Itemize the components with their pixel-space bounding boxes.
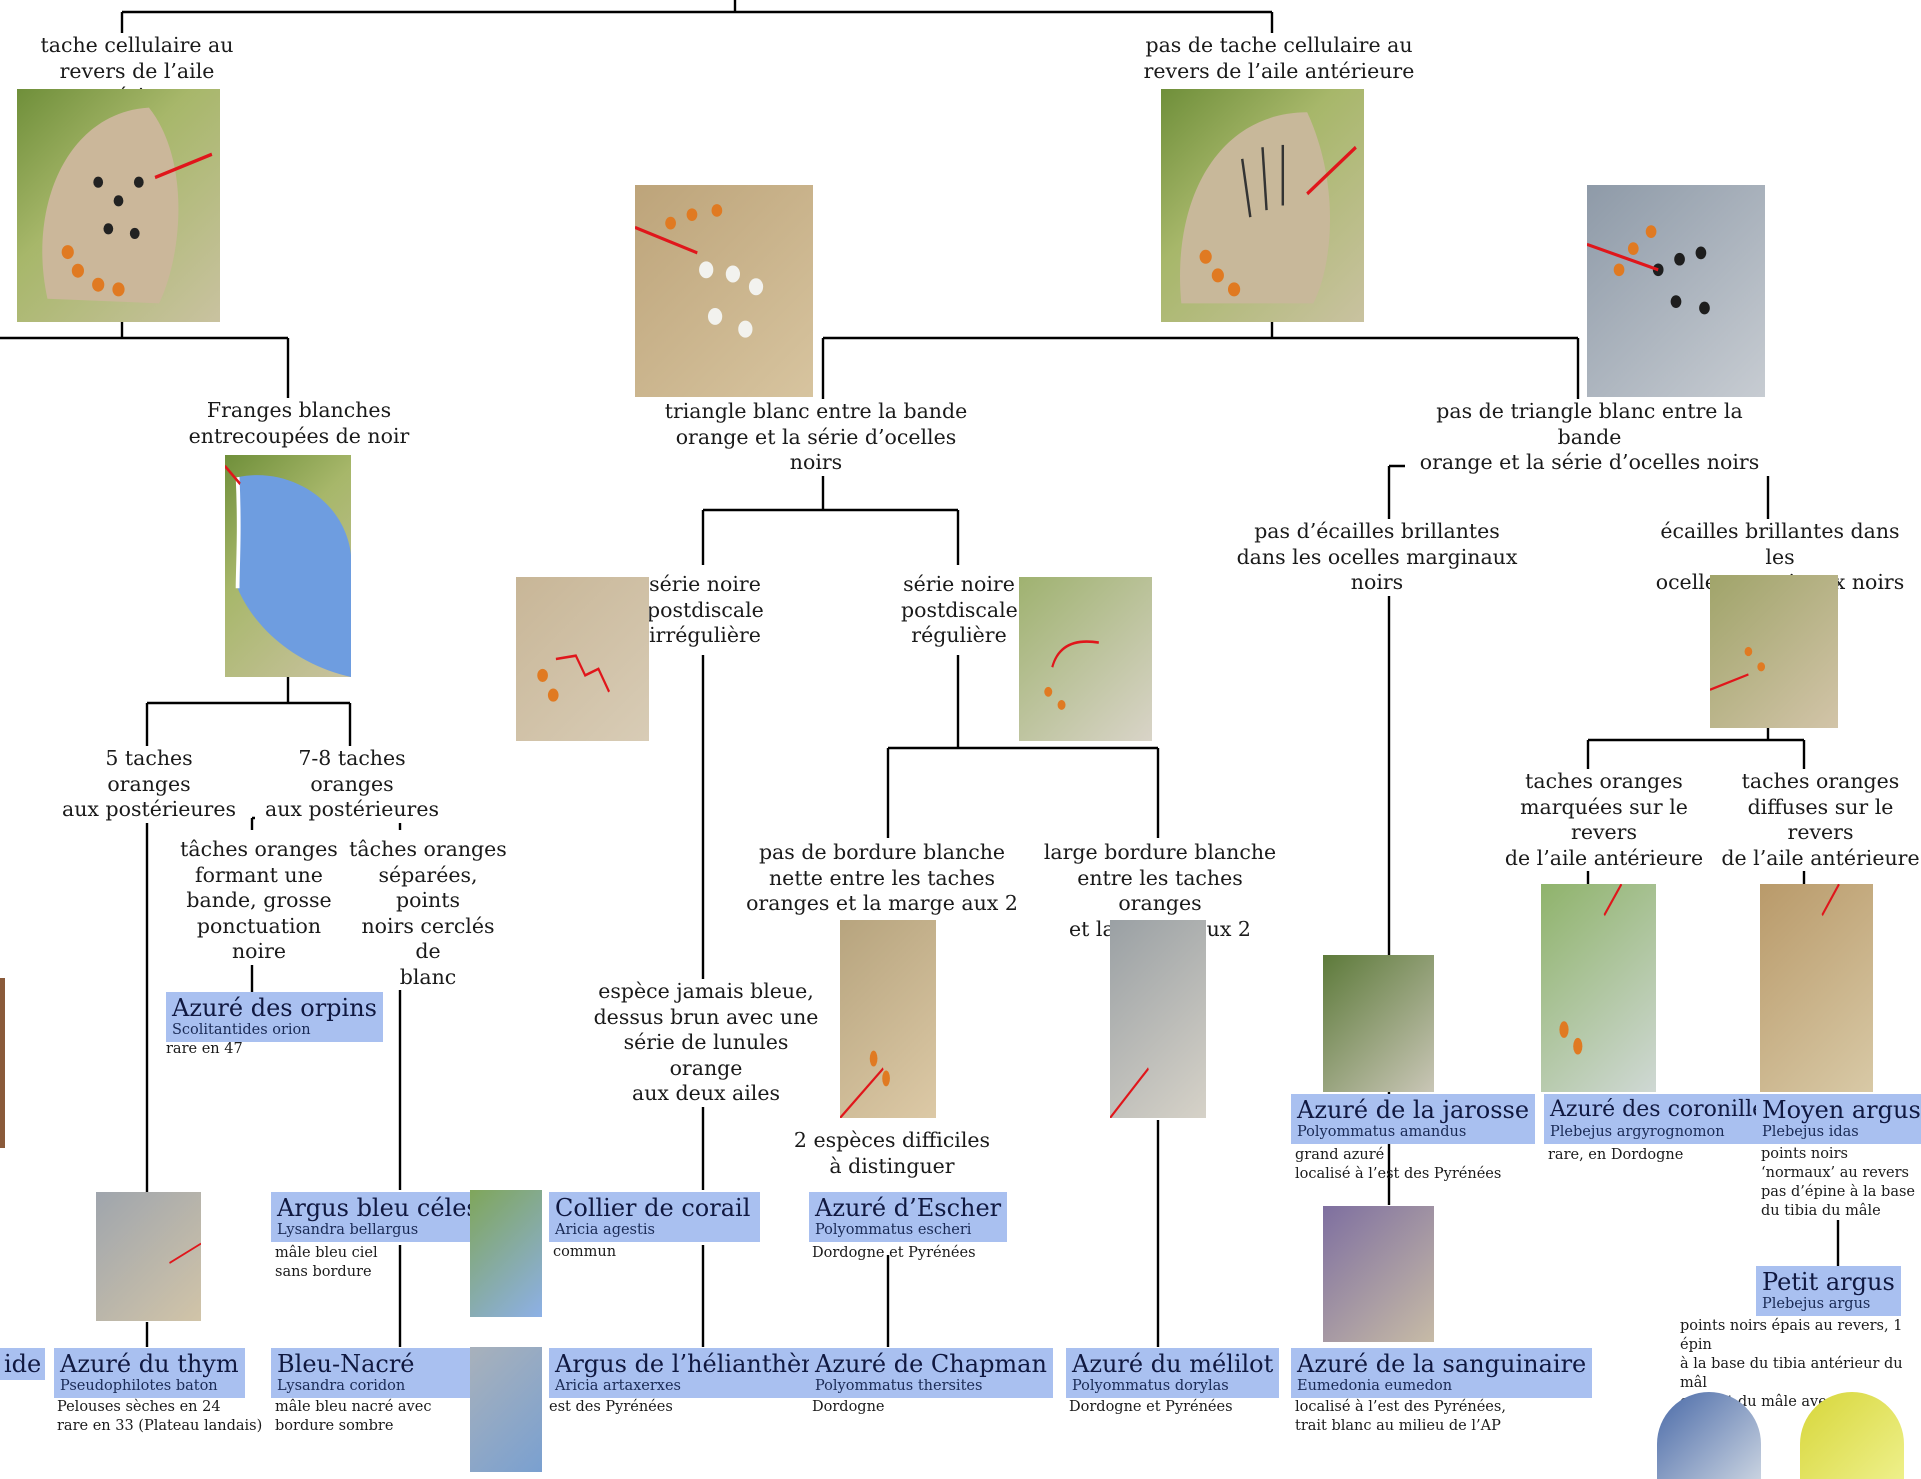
species-name: Azuré du thym xyxy=(54,1348,245,1378)
species-bleu-nacre: Bleu-Nacré Lysandra coridon xyxy=(271,1348,475,1398)
photo-large-white-border xyxy=(1110,920,1206,1118)
species-note: commun xyxy=(553,1244,617,1260)
species-note: Dordogne et Pyrénées xyxy=(812,1245,976,1261)
label-orange-marked: taches oranges marquées sur le revers de… xyxy=(1488,769,1720,871)
species-note: Pelouses sèches en 24 rare en 33 (Platea… xyxy=(57,1399,263,1434)
species-latin: Lysandra bellargus xyxy=(271,1222,509,1242)
species-note: localisé à l’est des Pyrénées, trait bla… xyxy=(1295,1399,1506,1434)
edge-species-fragment: ide xyxy=(0,1348,46,1380)
species-note: grand azuré localisé à l’est des Pyrénée… xyxy=(1295,1147,1502,1182)
species-note: rare en 47 xyxy=(166,1041,243,1057)
label-no-cellular-spot: pas de tache cellulaire au revers de l’a… xyxy=(1140,33,1418,84)
species-latin: Eumedonia eumedon xyxy=(1291,1378,1593,1398)
photo-edge-left-fragment xyxy=(0,978,5,1148)
species-note: rare, en Dordogne xyxy=(1548,1147,1684,1163)
species-name: Azuré des orpins xyxy=(166,992,383,1022)
photo-petit-argus-tibia xyxy=(1800,1392,1904,1479)
label-two-species: 2 espèces difficiles à distinguer xyxy=(790,1128,994,1179)
species-note: points noirs ‘normaux’ au revers pas d’é… xyxy=(1761,1146,1915,1219)
species-name: Azuré d’Escher xyxy=(809,1192,1008,1222)
label-5-orange-spots: 5 taches oranges aux postérieures xyxy=(60,746,238,823)
species-name: Petit argus xyxy=(1756,1266,1901,1296)
species-azure-des-orpins: Azuré des orpins Scolitantides orion xyxy=(166,992,383,1042)
label-white-fringes: Franges blanches entrecoupées de noir xyxy=(182,398,416,449)
label-7-8-orange-spots: 7-8 taches oranges aux postérieures xyxy=(255,746,449,823)
species-latin: Aricia artaxerxes xyxy=(549,1378,845,1398)
label-never-blue: espèce jamais bleue, dessus brun avec un… xyxy=(584,979,828,1107)
species-argus-bleu-celeste: Argus bleu céleste Lysandra bellargus xyxy=(271,1192,509,1242)
label-white-triangle: triangle blanc entre la bande orange et … xyxy=(656,399,976,476)
label-no-shiny-scales: pas d’écailles brillantes dans les ocell… xyxy=(1215,519,1539,596)
photo-shiny-scales xyxy=(1710,575,1838,728)
species-latin: Polyommatus thersites xyxy=(809,1378,1053,1398)
label-orange-diffuse: taches oranges diffuses sur le revers de… xyxy=(1716,769,1921,871)
species-azure-du-melilot: Azuré du mélilot Polyommatus dorylas xyxy=(1066,1348,1280,1398)
species-petit-argus: Petit argus Plebejus argus xyxy=(1756,1266,1901,1316)
photo-white-triangle xyxy=(635,185,813,397)
species-azure-des-coronilles: Azuré des coronilles Plebejus argyrognom… xyxy=(1544,1094,1783,1144)
species-latin: Plebejus argus xyxy=(1756,1296,1901,1316)
species-name: Collier de corail xyxy=(549,1192,761,1222)
species-note: est des Pyrénées xyxy=(549,1399,673,1415)
species-azure-de-la-jarosse: Azuré de la jarosse Polyommatus amandus xyxy=(1291,1094,1536,1144)
photo-argus-bleu-celeste xyxy=(470,1190,542,1317)
label-orange-band: tâches oranges formant une bande, grosse… xyxy=(168,837,350,965)
species-name: Azuré de la jarosse xyxy=(1291,1094,1536,1124)
species-azure-d-escher: Azuré d’Escher Polyommatus escheri xyxy=(809,1192,1008,1242)
photo-orange-diffuse xyxy=(1760,884,1873,1092)
species-azure-de-chapman: Azuré de Chapman Polyommatus thersites xyxy=(809,1348,1053,1398)
label-no-white-triangle: pas de triangle blanc entre la bande ora… xyxy=(1405,399,1774,476)
photo-underside-cellular-spot xyxy=(17,89,220,322)
label-regular-series: série noire postdiscale régulière xyxy=(899,572,1019,649)
species-name: Azuré du mélilot xyxy=(1066,1348,1280,1378)
photo-blue-upperside-fringes xyxy=(225,455,351,677)
species-collier-de-corail: Collier de corail Aricia agestis xyxy=(549,1192,761,1242)
species-note: mâle bleu nacré avec bordure sombre xyxy=(275,1399,432,1434)
species-latin: Aricia agestis xyxy=(549,1222,761,1242)
species-note: Dordogne et Pyrénées xyxy=(1069,1399,1233,1415)
species-latin: Pseudophilotes baton xyxy=(54,1378,245,1398)
photo-regular-series xyxy=(1019,577,1152,741)
photo-underside-no-cellular-spot xyxy=(1161,89,1364,322)
species-latin: Plebejus idas xyxy=(1756,1124,1921,1144)
species-azure-de-la-sanguinaire: Azuré de la sanguinaire Eumedonia eumedo… xyxy=(1291,1348,1593,1398)
species-latin: Lysandra coridon xyxy=(271,1378,475,1398)
photo-bleu-nacre xyxy=(470,1347,542,1472)
species-moyen-argus: Moyen argus Plebejus idas xyxy=(1756,1094,1921,1144)
label-irregular-series: série noire postdiscale irrégulière xyxy=(645,572,765,649)
label-orange-separated: tâches oranges séparées, points noirs ce… xyxy=(345,837,511,990)
photo-azure-du-thym xyxy=(96,1192,201,1321)
photo-petit-argus-wing xyxy=(1657,1392,1761,1479)
species-name: Azuré des coronilles xyxy=(1544,1094,1783,1124)
species-latin: Scolitantides orion xyxy=(166,1022,383,1042)
species-name: Argus bleu céleste xyxy=(271,1192,509,1222)
photo-no-white-triangle xyxy=(1587,185,1765,397)
species-name: Argus de l’hélianthème xyxy=(549,1348,845,1378)
species-azure-du-thym: Azuré du thym Pseudophilotes baton xyxy=(54,1348,245,1398)
photo-orange-marked xyxy=(1541,884,1656,1092)
species-name: Azuré de la sanguinaire xyxy=(1291,1348,1593,1378)
photo-no-white-border xyxy=(840,920,936,1118)
photo-irregular-series xyxy=(516,577,649,741)
photo-azure-de-la-jarosse xyxy=(1323,955,1434,1092)
species-latin: Plebejus argyrognomon xyxy=(1544,1124,1783,1144)
species-name: Moyen argus xyxy=(1756,1094,1921,1124)
label-shiny-scales: écailles brillantes dans les ocelles mar… xyxy=(1648,519,1912,596)
species-name: Bleu-Nacré xyxy=(271,1348,475,1378)
species-latin: Polyommatus dorylas xyxy=(1066,1378,1280,1398)
species-note: mâle bleu ciel sans bordure xyxy=(275,1245,378,1280)
species-latin: Polyommatus escheri xyxy=(809,1222,1008,1242)
species-latin: Polyommatus amandus xyxy=(1291,1124,1536,1144)
species-argus-helianthem: Argus de l’hélianthème Aricia artaxerxes xyxy=(549,1348,845,1398)
species-note: Dordogne xyxy=(812,1399,885,1415)
photo-azure-de-la-sanguinaire xyxy=(1323,1206,1434,1342)
species-name: Azuré de Chapman xyxy=(809,1348,1053,1378)
